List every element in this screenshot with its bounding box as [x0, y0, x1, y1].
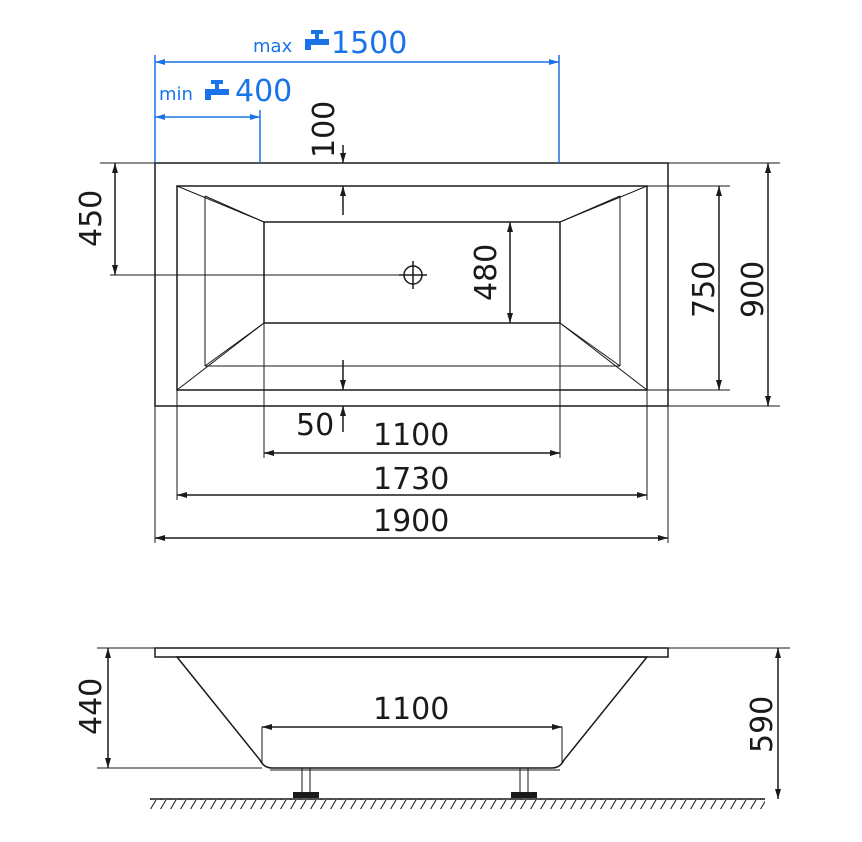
support-leg-right: [519, 767, 529, 795]
dim-inner-length-label: 1730: [373, 462, 449, 497]
faucet-min-value: 400: [235, 74, 292, 109]
dim-floor-length-label: 1100: [373, 418, 449, 453]
side-dim-total-height-label: 590: [745, 696, 780, 753]
tub-floor: [263, 221, 561, 324]
side-view: 1100 440 590: [74, 647, 790, 809]
dim-rim-top-label: 100: [307, 101, 342, 158]
side-dim-inner-height-label: 440: [74, 678, 109, 735]
dim-inner-length: 1730: [177, 462, 647, 498]
side-rim: [154, 647, 669, 658]
dim-drain-offset-label: 450: [74, 190, 109, 247]
side-dim-total-height: 590: [668, 647, 790, 799]
dim-total-length: 1900: [155, 504, 668, 541]
side-dim-floor-length: 1100: [262, 692, 562, 730]
faucet-max-dimension: max 1500: [154, 26, 560, 163]
dim-drain-offset: 450: [74, 162, 155, 275]
drain-icon: [399, 261, 427, 289]
faucet-min-prefix: min: [159, 84, 193, 105]
faucet-icon: [205, 80, 229, 100]
tub-outer-rim: [154, 162, 669, 407]
support-leg-left: [301, 767, 311, 795]
dim-total-width-label: 900: [736, 261, 771, 318]
dim-total-width: 900: [668, 162, 780, 407]
side-dim-inner-height: 440: [74, 647, 262, 769]
dim-total-length-label: 1900: [373, 504, 449, 539]
faucet-max-value: 1500: [331, 26, 407, 61]
floor-hatch: [150, 799, 765, 809]
top-view: max 1500 min 400 100: [74, 26, 780, 543]
dim-inner-width: 750: [647, 185, 730, 391]
tub-inner-basin: [176, 185, 648, 391]
faucet-icon: [305, 30, 329, 50]
side-dim-floor-length-label: 1100: [373, 692, 449, 727]
dim-inner-width-label: 750: [687, 261, 722, 318]
dim-bottom-rim: 50: [296, 360, 346, 443]
dim-inner-depth: 480: [469, 222, 513, 323]
dim-inner-depth-label: 480: [469, 244, 504, 301]
dim-bottom-rim-label: 50: [296, 408, 334, 443]
faucet-max-prefix: max: [253, 36, 293, 57]
dim-floor-length: 1100: [264, 418, 560, 456]
dim-rim-top: 100: [307, 101, 346, 215]
faucet-min-dimension: min 400: [155, 74, 292, 163]
